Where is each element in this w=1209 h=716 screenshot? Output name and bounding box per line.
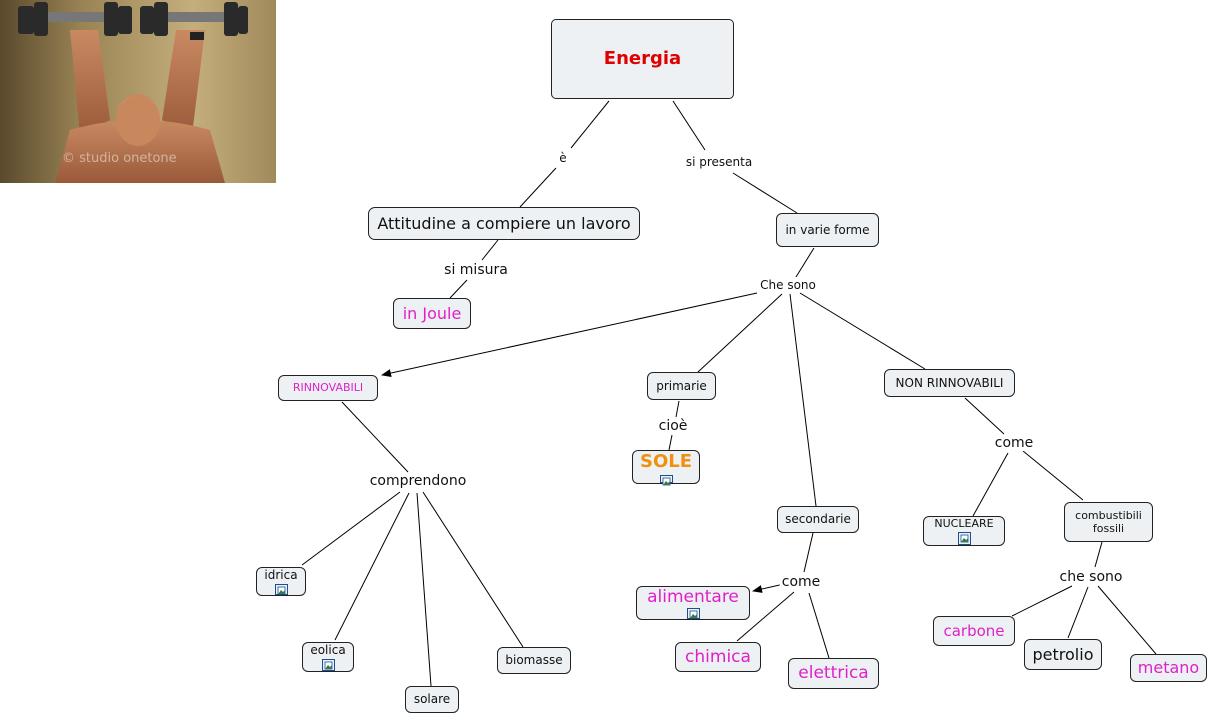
concept-joule[interactable]: in Joule (393, 298, 471, 329)
concept-attitudine[interactable]: Attitudine a compiere un lavoro (368, 207, 640, 240)
combustibili-label: combustibili fossili (1075, 508, 1142, 535)
eolica-label: eolica (310, 643, 346, 657)
sole-label: SOLE (639, 451, 693, 472)
root-label: Energia (603, 48, 682, 70)
concept-alimentare[interactable]: alimentare (636, 586, 750, 620)
link-label-comprendono: comprendono (367, 473, 469, 489)
concept-combustibili-fossili[interactable]: combustibili fossili (1064, 502, 1153, 542)
concept-petrolio[interactable]: petrolio (1024, 639, 1102, 670)
non-rinnovabili-label: NON RINNOVABILI (895, 375, 1004, 390)
concept-carbone[interactable]: carbone (933, 616, 1015, 646)
petrolio-label: petrolio (1032, 644, 1094, 664)
concept-elettrica[interactable]: elettrica (788, 658, 879, 689)
elettrica-label: elettrica (798, 663, 869, 684)
concept-varie-forme[interactable]: in varie forme (776, 213, 879, 247)
alimentare-label: alimentare (647, 587, 739, 607)
secondarie-label: secondarie (785, 512, 851, 527)
image-attachment-icon[interactable] (686, 608, 700, 619)
concept-non-rinnovabili[interactable]: NON RINNOVABILI (884, 369, 1015, 397)
solare-label: solare (413, 692, 451, 707)
weightlifter-photo: © studio onetone (0, 0, 276, 183)
carbone-label: carbone (943, 622, 1005, 640)
concept-primarie[interactable]: primarie (647, 372, 716, 400)
link-label-che-sono-combustibili: che sono (1057, 569, 1125, 585)
attitudine-label: Attitudine a compiere un lavoro (377, 213, 631, 233)
concept-solare[interactable]: solare (405, 686, 459, 713)
nucleare-label: NUCLEARE (934, 517, 994, 530)
link-label-si-presenta: si presenta (683, 155, 755, 169)
primarie-label: primarie (656, 378, 707, 393)
photo-watermark: © studio onetone (62, 151, 177, 166)
rinnovabili-label: RINNOVABILI (292, 381, 364, 395)
root-concept-energia[interactable]: Energia (551, 19, 734, 99)
biomasse-label: biomasse (505, 653, 563, 668)
image-attachment-icon[interactable] (957, 532, 971, 545)
metano-label: metano (1137, 658, 1200, 678)
link-label-che-sono: Che sono (758, 278, 818, 292)
concept-metano[interactable]: metano (1130, 654, 1207, 682)
chimica-label: chimica (685, 646, 751, 667)
image-attachment-icon[interactable] (274, 584, 288, 595)
image-attachment-icon[interactable] (659, 474, 673, 485)
varie-forme-label: in varie forme (785, 222, 870, 237)
concept-rinnovabili[interactable]: RINNOVABILI (278, 375, 378, 401)
joule-label: in Joule (402, 303, 462, 323)
concept-eolica[interactable]: eolica (302, 642, 354, 672)
concept-sole[interactable]: SOLE (632, 450, 700, 485)
concept-chimica[interactable]: chimica (675, 642, 761, 672)
concept-nucleare[interactable]: NUCLEARE (923, 516, 1005, 546)
idrica-label: idrica (264, 568, 298, 582)
image-attachment-icon[interactable] (321, 659, 335, 671)
link-label-si-misura: si misura (442, 262, 510, 278)
link-label-come-secondarie: come (779, 574, 823, 590)
concept-biomasse[interactable]: biomasse (497, 647, 571, 674)
link-label-cioe: cioè (656, 418, 690, 434)
link-label-e: è (557, 151, 569, 165)
concept-idrica[interactable]: idrica (256, 567, 306, 596)
concept-secondarie[interactable]: secondarie (777, 506, 859, 533)
link-label-come-non-rinnovabili: come (992, 435, 1036, 451)
